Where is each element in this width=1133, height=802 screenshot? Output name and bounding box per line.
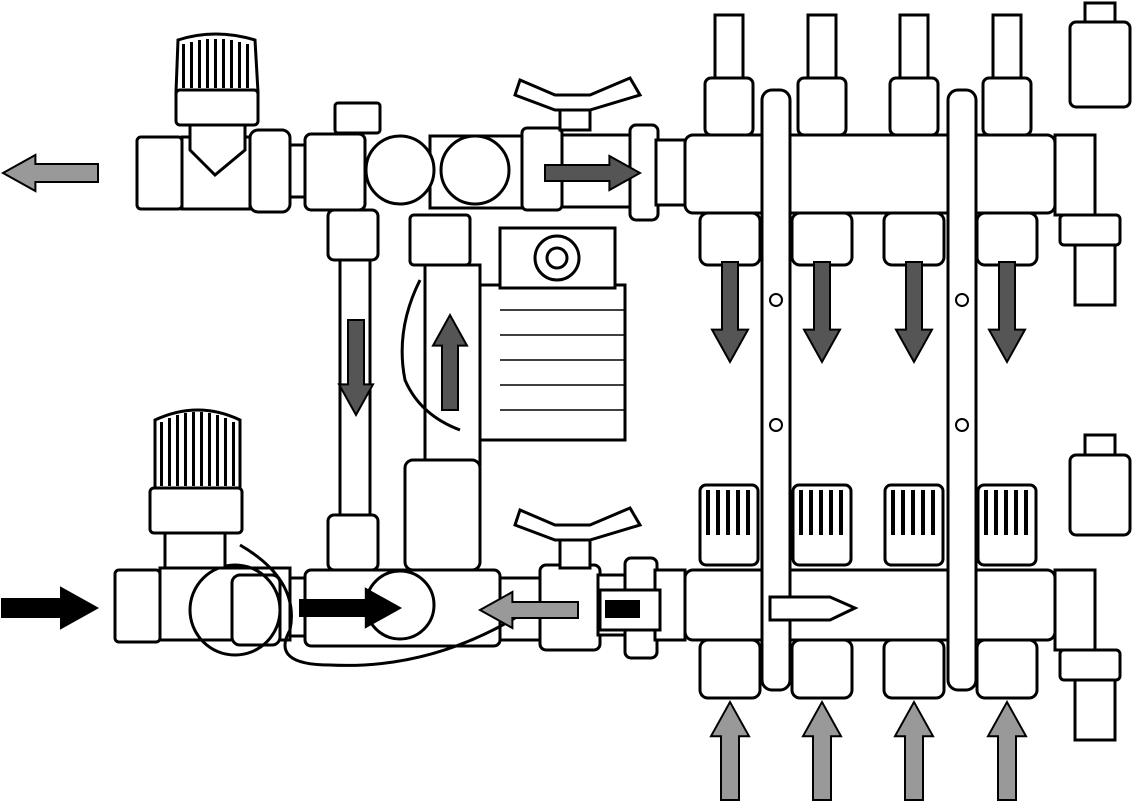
air-vent-bottom — [1053, 433, 1132, 742]
valve-knobs — [698, 483, 1038, 567]
arrow-bypass-down — [337, 319, 375, 418]
return-manifold-bar — [683, 568, 1057, 642]
supply-outlet-fittings — [698, 211, 1039, 267]
arrow-loop-outlet-2 — [802, 261, 842, 365]
arrow-loop-return-4 — [986, 699, 1028, 801]
thermostatic-head-top — [174, 32, 260, 127]
mounting-bracket-2 — [946, 88, 978, 692]
return-inlet-fittings — [698, 638, 1039, 700]
flow-meter-1 — [703, 13, 755, 137]
flow-meter-4 — [981, 13, 1033, 137]
flow-meter-3 — [888, 13, 940, 137]
arrow-pump-up — [431, 312, 469, 411]
arrow-loop-outlet-3 — [894, 261, 934, 365]
supply-manifold-bar — [683, 133, 1057, 215]
sensor-capillary-loop — [188, 563, 282, 657]
circulation-pump — [400, 213, 627, 572]
arrow-loop-return-2 — [801, 699, 843, 801]
vent-nut-top — [333, 101, 382, 135]
thermostatic-head-bottom — [148, 408, 244, 570]
flow-arrows — [0, 153, 1028, 801]
port-circle-top-2 — [439, 134, 511, 206]
temp-probe-band — [605, 600, 640, 618]
arrow-supply-out — [0, 153, 99, 193]
arrow-mixing-flow — [299, 587, 403, 629]
arrow-loop-return-1 — [709, 699, 751, 801]
capillary-tube — [239, 543, 521, 667]
supply-pipe-top — [135, 123, 688, 222]
ball-valve-handle-top — [513, 76, 643, 132]
arrow-return-bypass — [477, 590, 579, 630]
arrow-loop-outlet-4 — [987, 261, 1027, 365]
flow-meter-2 — [796, 13, 848, 137]
temp-probe-tip — [768, 595, 859, 622]
arrow-top-manifold-flow — [544, 154, 643, 192]
port-circle-top-1 — [364, 134, 436, 206]
arrow-loop-outlet-1 — [710, 261, 750, 365]
ball-valve-handle-bottom — [513, 506, 643, 570]
mounting-bracket-1 — [760, 88, 792, 692]
air-vent-top — [1053, 1, 1132, 307]
arrow-loop-return-3 — [893, 699, 935, 801]
arrow-boiler-in — [1, 586, 100, 630]
